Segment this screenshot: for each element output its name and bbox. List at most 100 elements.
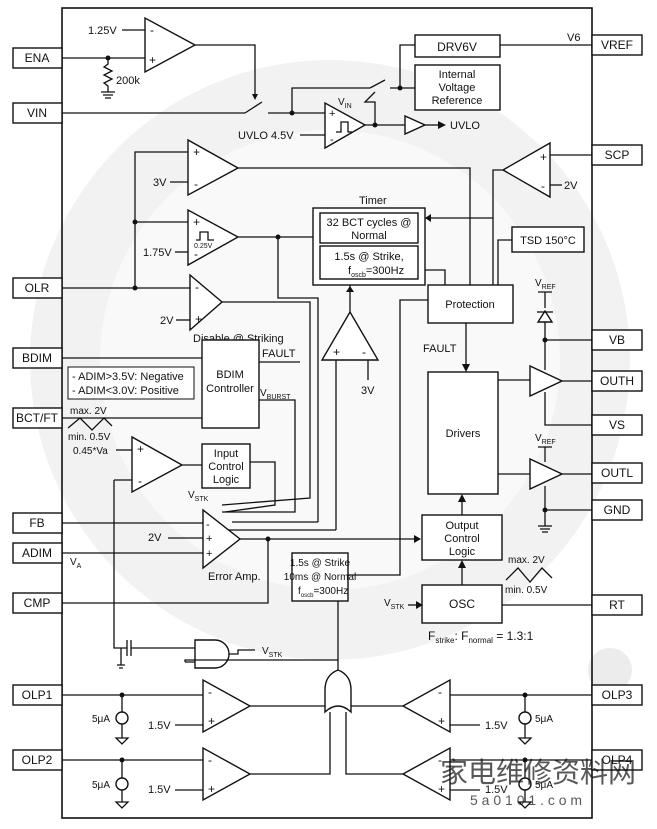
pin-outh-label: OUTH xyxy=(600,374,634,388)
pin-gnd: GND xyxy=(591,499,643,521)
pin-vb-label: VB xyxy=(609,333,625,347)
svg-text:Reference: Reference xyxy=(432,95,483,107)
label-error-amp: Error Amp. xyxy=(208,571,261,583)
svg-text:-: - xyxy=(438,753,442,767)
current-source-olp4 xyxy=(517,757,533,809)
svg-text:foscb=300Hz: foscb=300Hz xyxy=(348,265,404,279)
svg-text:Logic: Logic xyxy=(213,474,240,486)
svg-text:Normal: Normal xyxy=(351,230,386,242)
svg-text:Internal: Internal xyxy=(439,69,476,81)
label-max2v-osc: max. 2V xyxy=(508,555,545,566)
pin-olr-label: OLR xyxy=(25,281,50,295)
svg-text:-: - xyxy=(194,247,198,261)
vstk-comparator: + - xyxy=(131,435,184,494)
label-vref-low: VREF xyxy=(535,433,556,446)
pin-olp4: OLP4 xyxy=(591,749,643,771)
pin-olp2-label: OLP2 xyxy=(22,753,53,767)
pin-olp3: OLP3 xyxy=(591,684,643,706)
svg-text:+: + xyxy=(137,442,144,456)
olp1-comparator: - + xyxy=(202,678,252,734)
svg-text:-: - xyxy=(541,179,545,193)
svg-text:1.5s @ Strike,: 1.5s @ Strike, xyxy=(334,251,403,263)
label-200k: 200k xyxy=(116,75,140,87)
adim-note-box: - ADIM>3.5V: Negative - ADIM<3.0V: Posit… xyxy=(67,366,195,400)
label-045va: 0.45*Va xyxy=(73,446,108,457)
svg-text:Drivers: Drivers xyxy=(446,428,481,440)
svg-text:Input: Input xyxy=(214,448,238,460)
label-1v5-olp4: 1.5V xyxy=(485,784,508,796)
olp2-comparator: - + xyxy=(202,746,252,802)
svg-text:-: - xyxy=(150,23,154,37)
label-2v-err: 2V xyxy=(148,532,162,544)
pin-cmp: CMP xyxy=(12,592,63,614)
pin-vb: VB xyxy=(591,329,643,351)
svg-text:+: + xyxy=(193,145,200,159)
svg-text:Voltage: Voltage xyxy=(439,82,476,94)
current-source-olp3 xyxy=(517,692,533,745)
label-5ua-olp2: 5μA xyxy=(92,780,110,791)
svg-text:foscb=300Hz: foscb=300Hz xyxy=(298,586,348,599)
svg-text:-: - xyxy=(330,134,334,146)
svg-text:-: - xyxy=(208,753,212,767)
pin-bct: BCT/FT xyxy=(12,407,63,429)
internal-voltage-reference-block: Internal Voltage Reference xyxy=(414,64,501,111)
pin-ena-label: ENA xyxy=(25,51,50,65)
label-vin: VIN xyxy=(338,97,352,110)
label-vstk: VSTK xyxy=(188,490,209,503)
pin-olp1-label: OLP1 xyxy=(22,688,53,702)
watermark-site: 家电维修资料网 xyxy=(440,757,636,788)
label-fstrike-ratio: Fstrike: Fnormal = 1.3:1 xyxy=(428,629,534,645)
svg-text:OSC: OSC xyxy=(449,597,475,611)
drv6v-block: DRV6V xyxy=(414,34,501,58)
svg-text:BDIM: BDIM xyxy=(216,369,244,381)
pin-outh: OUTH xyxy=(591,370,643,392)
pin-vs: VS xyxy=(591,414,643,436)
label-timer: Timer xyxy=(359,195,387,207)
pin-fb-label: FB xyxy=(29,516,44,530)
svg-text:1.5s @ Strike: 1.5s @ Strike xyxy=(290,558,351,569)
svg-text:10ms @ Normal: 10ms @ Normal xyxy=(284,572,356,583)
label-vref-high: VREF xyxy=(535,278,556,291)
svg-text:+: + xyxy=(438,714,445,728)
svg-text:DRV6V: DRV6V xyxy=(437,40,477,54)
pin-bdim-label: BDIM xyxy=(22,351,52,365)
svg-text:32 BCT cycles @: 32 BCT cycles @ xyxy=(327,217,412,229)
uvlo-comparator: + - xyxy=(324,101,367,150)
pin-olp2: OLP2 xyxy=(12,749,63,771)
drivers-block: Drivers xyxy=(427,371,499,495)
pin-outl: OUTL xyxy=(591,462,643,484)
label-5ua-olp4: 5μA xyxy=(535,780,553,791)
high-side-buffer xyxy=(529,364,564,398)
olr-disable-comparator: - + xyxy=(189,273,224,332)
svg-text:-: - xyxy=(206,519,210,531)
svg-text:- ADIM>3.5V: Negative: - ADIM>3.5V: Negative xyxy=(72,371,184,383)
svg-text:-: - xyxy=(138,474,142,488)
bdim-controller-block: BDIM Controller xyxy=(201,339,260,429)
tsd-block: TSD 150°C xyxy=(511,226,585,253)
svg-text:- ADIM<3.0V: Positive: - ADIM<3.0V: Positive xyxy=(72,385,179,397)
label-3v-amp: 3V xyxy=(361,385,375,397)
pin-bct-label: BCT/FT xyxy=(16,411,59,425)
svg-text:+: + xyxy=(329,108,335,120)
pin-vref-label: VREF xyxy=(601,38,633,52)
svg-text:Control: Control xyxy=(444,533,479,545)
svg-text:+: + xyxy=(333,345,340,359)
pin-scp-label: SCP xyxy=(605,148,630,162)
label-2v-scp: 2V xyxy=(564,180,578,192)
svg-text:0.25V: 0.25V xyxy=(194,243,213,250)
svg-text:Protection: Protection xyxy=(445,299,495,311)
svg-text:+: + xyxy=(149,53,156,67)
svg-text:-: - xyxy=(194,177,198,191)
label-5ua-olp1: 5μA xyxy=(92,714,110,725)
pin-rt: RT xyxy=(591,594,643,616)
label-1v5-olp3: 1.5V xyxy=(485,720,508,732)
svg-text:-: - xyxy=(362,345,366,359)
label-v6: V6 xyxy=(567,32,580,44)
label-uvlo45: UVLO 4.5V xyxy=(238,130,294,142)
pin-olp3-label: OLP3 xyxy=(602,688,633,702)
label-max2v: max. 2V xyxy=(70,406,107,417)
pin-fb: FB xyxy=(12,512,63,534)
label-1v75: 1.75V xyxy=(143,247,172,259)
scp-comparator: + - xyxy=(501,141,551,199)
svg-text:-: - xyxy=(208,685,212,699)
